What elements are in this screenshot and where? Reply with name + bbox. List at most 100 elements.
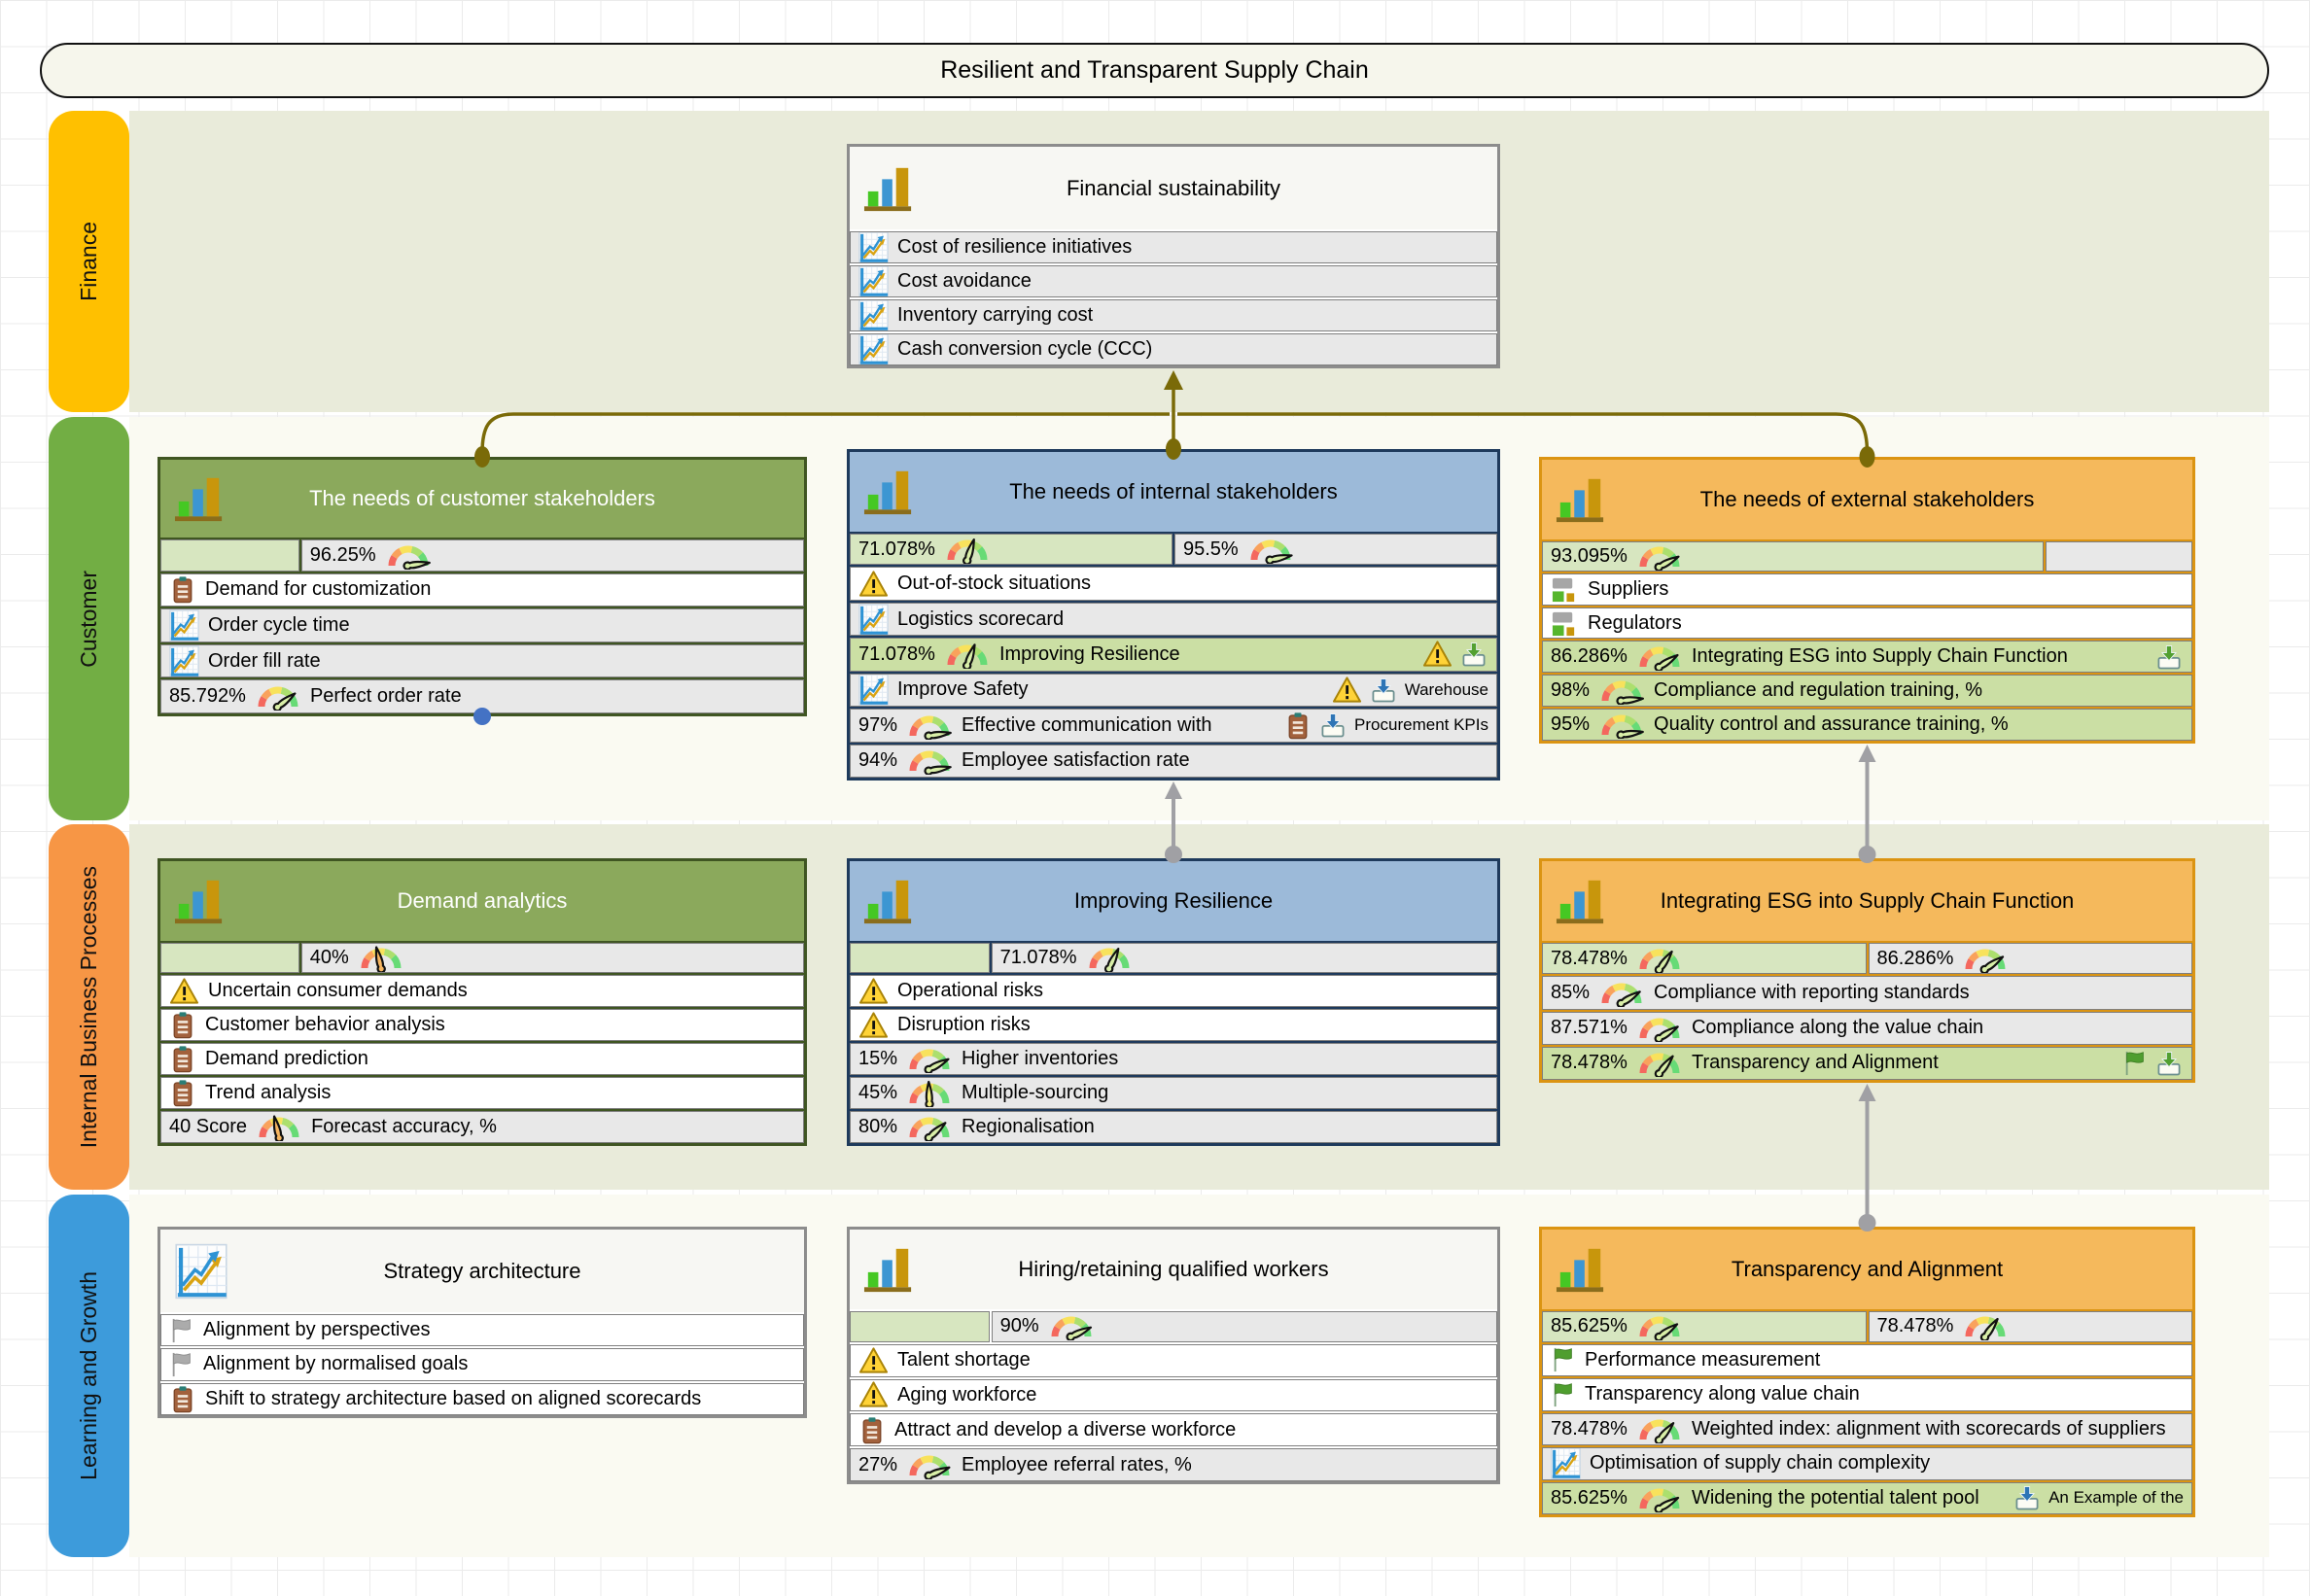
kpi-row[interactable]: Cash conversion cycle (CCC) bbox=[850, 333, 1497, 365]
kpi-row[interactable]: 85.792%Perfect order rate bbox=[160, 679, 804, 713]
kpi-cell[interactable]: 95.5% bbox=[1174, 534, 1497, 566]
kpi-row[interactable]: 85.625%Widening the potential talent poo… bbox=[1542, 1481, 2192, 1514]
card-header[interactable]: The needs of internal stakeholders bbox=[850, 452, 1497, 532]
card-external[interactable]: The needs of external stakeholders 93.09… bbox=[1539, 457, 2195, 744]
card-header[interactable]: Improving Resilience bbox=[850, 861, 1497, 941]
kpi-row[interactable]: Uncertain consumer demands bbox=[160, 975, 804, 1007]
kpi-row[interactable]: Aging workforce bbox=[850, 1378, 1497, 1412]
kpi-cell[interactable]: 78.478% bbox=[1868, 1311, 2192, 1342]
perspective-customer[interactable]: Customer bbox=[49, 417, 129, 820]
kpi-row[interactable]: 71.078% bbox=[850, 943, 1497, 973]
kpi-row[interactable]: Out-of-stock situations bbox=[850, 567, 1497, 601]
kpi-row[interactable]: Cost of resilience initiatives bbox=[850, 231, 1497, 263]
card-header[interactable]: Transparency and Alignment bbox=[1542, 1230, 2192, 1309]
card-header[interactable]: The needs of external stakeholders bbox=[1542, 460, 2192, 539]
perspective-learning-and-growth[interactable]: Learning and Growth bbox=[49, 1195, 129, 1557]
kpi-row[interactable]: 94%Employee satisfaction rate bbox=[850, 744, 1497, 778]
kpi-cell[interactable] bbox=[850, 943, 990, 973]
card-header[interactable]: Hiring/retaining qualified workers bbox=[850, 1230, 1497, 1309]
kpi-row[interactable]: 85.625%78.478% bbox=[1542, 1311, 2192, 1342]
kpi-row[interactable]: Suppliers bbox=[1542, 572, 2192, 606]
kpi-row[interactable]: 78.478%86.286% bbox=[1542, 943, 2192, 975]
card-header[interactable]: Financial sustainability bbox=[850, 147, 1497, 229]
kpi-row[interactable]: 98%Compliance and regulation training, % bbox=[1542, 675, 2192, 708]
kpi-row[interactable]: 97%Effective communication with Procurem… bbox=[850, 709, 1497, 743]
kpi-row[interactable]: 93.095% bbox=[1542, 541, 2192, 572]
kpi-value: 90% bbox=[999, 1315, 1039, 1337]
kpi-row[interactable]: Trend analysis bbox=[160, 1077, 804, 1109]
kpi-cell[interactable]: 86.286% bbox=[1868, 943, 2192, 975]
kpi-row[interactable]: Shift to strategy architecture based on … bbox=[160, 1382, 804, 1415]
kpi-row[interactable]: 95%Quality control and assurance trainin… bbox=[1542, 709, 2192, 741]
kpi-row[interactable]: Alignment by normalised goals bbox=[160, 1348, 804, 1381]
kpi-row[interactable]: 71.078%95.5% bbox=[850, 534, 1497, 566]
kpi-cell[interactable] bbox=[160, 539, 299, 572]
kpi-row[interactable]: Operational risks bbox=[850, 975, 1497, 1007]
card-header[interactable]: Strategy architecture bbox=[160, 1230, 804, 1312]
kpi-label: Operational risks bbox=[897, 980, 1044, 1001]
kpi-cell[interactable]: 90% bbox=[991, 1311, 1497, 1342]
card-demand[interactable]: Demand analytics 40% Uncertain consumer … bbox=[158, 858, 807, 1146]
warning-icon bbox=[1422, 640, 1452, 669]
kpi-row[interactable]: 96.25% bbox=[160, 539, 804, 572]
kpi-row[interactable]: Regulators bbox=[1542, 607, 2192, 640]
kpi-row[interactable]: Logistics scorecard bbox=[850, 602, 1497, 637]
kpi-row[interactable]: 15%Higher inventories bbox=[850, 1043, 1497, 1075]
kpi-row[interactable]: 78.478%Weighted index: alignment with sc… bbox=[1542, 1412, 2192, 1445]
kpi-row[interactable]: Order cycle time bbox=[160, 608, 804, 642]
kpi-row[interactable]: Demand for customization bbox=[160, 572, 804, 607]
kpi-row[interactable]: Customer behavior analysis bbox=[160, 1009, 804, 1041]
kpi-row[interactable]: 80%Regionalisation bbox=[850, 1111, 1497, 1143]
kpi-row[interactable]: 90% bbox=[850, 1311, 1497, 1342]
kpi-cell[interactable]: 40% bbox=[300, 943, 804, 973]
kpi-row[interactable]: 78.478%Transparency and Alignment bbox=[1542, 1046, 2192, 1080]
kpi-row[interactable]: Demand prediction bbox=[160, 1043, 804, 1075]
card-financial[interactable]: Financial sustainability Cost of resilie… bbox=[847, 144, 1500, 368]
kpi-label: Trend analysis bbox=[205, 1082, 332, 1103]
kpi-row[interactable]: 85%Compliance with reporting standards bbox=[1542, 976, 2192, 1010]
bar-chart-icon bbox=[172, 876, 227, 926]
perspective-finance[interactable]: Finance bbox=[49, 111, 129, 412]
kpi-cell[interactable]: 93.095% bbox=[1542, 541, 2045, 572]
kpi-row[interactable]: 45%Multiple-sourcing bbox=[850, 1077, 1497, 1109]
kpi-row[interactable]: Cost avoidance bbox=[850, 265, 1497, 297]
kpi-cell[interactable]: 96.25% bbox=[300, 539, 804, 572]
card-header[interactable]: Demand analytics bbox=[160, 861, 804, 941]
card-hiring[interactable]: Hiring/retaining qualified workers 90% T… bbox=[847, 1227, 1500, 1484]
kpi-cell[interactable]: 85.625% bbox=[1542, 1311, 1867, 1342]
kpi-row[interactable]: 71.078%Improving Resilience bbox=[850, 638, 1497, 672]
kpi-cell[interactable] bbox=[160, 943, 299, 973]
kpi-row[interactable]: 86.286%Integrating ESG into Supply Chain… bbox=[1542, 641, 2192, 674]
kpi-row[interactable]: Optimisation of supply chain complexity bbox=[1542, 1447, 2192, 1480]
kpi-cell[interactable] bbox=[2046, 541, 2192, 572]
kpi-row[interactable]: Alignment by perspectives bbox=[160, 1314, 804, 1347]
kpi-cell[interactable]: 71.078% bbox=[991, 943, 1497, 973]
kpi-row[interactable]: Performance measurement bbox=[1542, 1343, 2192, 1376]
kpi-row[interactable]: Order fill rate bbox=[160, 643, 804, 678]
card-title: Strategy architecture bbox=[383, 1258, 581, 1283]
card-transparency[interactable]: Transparency and Alignment 85.625%78.478… bbox=[1539, 1227, 2195, 1517]
card-internal[interactable]: The needs of internal stakeholders 71.07… bbox=[847, 449, 1500, 781]
kpi-row[interactable]: 40% bbox=[160, 943, 804, 973]
kpi-value: 15% bbox=[858, 1048, 898, 1069]
card-customer[interactable]: The needs of customer stakeholders 96.25… bbox=[158, 457, 807, 716]
card-esg[interactable]: Integrating ESG into Supply Chain Functi… bbox=[1539, 858, 2195, 1083]
card-strategy[interactable]: Strategy architecture Alignment by persp… bbox=[158, 1227, 807, 1418]
card-header[interactable]: Integrating ESG into Supply Chain Functi… bbox=[1542, 861, 2192, 941]
kpi-cell[interactable] bbox=[850, 1311, 990, 1342]
card-header[interactable]: The needs of customer stakeholders bbox=[160, 460, 804, 538]
kpi-row[interactable]: Transparency along value chain bbox=[1542, 1378, 2192, 1411]
kpi-row[interactable]: Inventory carrying cost bbox=[850, 299, 1497, 331]
kpi-row[interactable]: Disruption risks bbox=[850, 1009, 1497, 1041]
kpi-row[interactable]: Improve Safety Warehouse bbox=[850, 673, 1497, 708]
clipboard-icon bbox=[169, 1044, 196, 1074]
kpi-cell[interactable]: 78.478% bbox=[1542, 943, 1867, 975]
card-resilience[interactable]: Improving Resilience 71.078% Operational… bbox=[847, 858, 1500, 1146]
kpi-row[interactable]: 27%Employee referral rates, % bbox=[850, 1448, 1497, 1481]
kpi-row[interactable]: 87.571%Compliance along the value chain bbox=[1542, 1011, 2192, 1045]
kpi-row[interactable]: Attract and develop a diverse workforce bbox=[850, 1413, 1497, 1447]
kpi-cell[interactable]: 71.078% bbox=[850, 534, 1172, 566]
kpi-row[interactable]: Talent shortage bbox=[850, 1343, 1497, 1377]
perspective-internal-business-processes[interactable]: Internal Business Processes bbox=[49, 824, 129, 1190]
